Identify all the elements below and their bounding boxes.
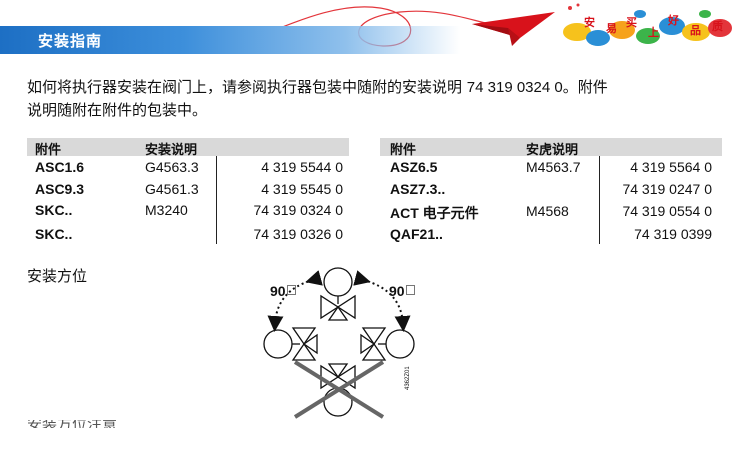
instruction-cell: M4568 [526, 203, 569, 219]
missing-glyph-box [405, 285, 415, 295]
banner-char: 安 [584, 16, 595, 29]
intro-paragraph: 如何将执行器安装在阀门上，请参阅执行器包装中随附的安装说明 74 319 032… [27, 76, 727, 122]
instruction-cell: M4563.7 [526, 159, 581, 175]
number-cell: 74 319 0554 0 [622, 203, 712, 219]
rotation-arrow-right [353, 270, 411, 332]
instruction-cell: G4561.3 [145, 181, 199, 197]
table-row: SKC.. 74 319 0326 0 [27, 226, 349, 248]
accessory-cell: ASZ6.5 [390, 159, 438, 175]
table-header: 附件 安虎说明 [380, 138, 722, 158]
number-cell: 4 319 5545 0 [261, 181, 343, 197]
column-header-accessory: 附件 [390, 143, 417, 158]
angle-value: 90 [270, 283, 286, 299]
page-header: 安装指南 安 易 买 上 好 品 质 [0, 0, 740, 62]
banner-char: 上 [648, 26, 659, 39]
banner-char: 质 [712, 20, 723, 33]
banner-char: 易 [606, 22, 617, 35]
prohibited-cross-icon [293, 360, 385, 419]
table-row: ASZ7.3.. 74 319 0247 0 [380, 181, 722, 203]
table-row: ASC1.6 G4563.3 4 319 5544 0 [27, 159, 349, 181]
intro-line-1: 如何将执行器安装在阀门上，请参阅执行器包装中随附的安装说明 74 319 032… [27, 76, 727, 99]
column-header-instruction: 安装说明 [145, 143, 198, 158]
table-row: SKC.. M3240 74 319 0324 0 [27, 202, 349, 224]
intro-text: 。附件 [562, 78, 608, 96]
instruction-cell: G4563.3 [145, 159, 199, 175]
table-row: ASC9.3 G4561.3 4 319 5545 0 [27, 181, 349, 203]
intro-text: 如何将执行器安装在阀门上，请参阅执行器包装中随附的安装说明 [27, 78, 467, 96]
accessory-cell: ACT 电子元件 [390, 205, 479, 221]
title-bar [0, 26, 460, 54]
instruction-cell: M3240 [145, 202, 188, 218]
banner-char: 品 [690, 24, 701, 37]
banner-char: 买 [626, 16, 637, 29]
accessory-cell: ASZ7.3.. [390, 181, 446, 197]
angle-label-left: 90 [270, 283, 296, 299]
number-cell: 4 319 5564 0 [630, 159, 712, 175]
number-cell: 74 319 0324 0 [253, 202, 343, 218]
missing-glyph-box [286, 285, 296, 295]
intro-line-2: 说明随附在附件的包装中。 [27, 101, 208, 119]
valve-upright-icon [320, 267, 356, 321]
column-header-accessory: 附件 [35, 143, 62, 158]
mounting-orientation-diagram [263, 267, 415, 419]
angle-value: 90 [389, 283, 405, 299]
column-divider [599, 156, 600, 244]
column-header-instruction: 安虎说明 [526, 143, 579, 158]
number-cell: 74 319 0247 0 [622, 181, 712, 197]
accessory-cell: QAF21.. [390, 226, 443, 242]
number-cell: 4 319 5544 0 [261, 159, 343, 175]
table-row: QAF21.. 74 319 0399 [380, 226, 722, 248]
number-cell: 74 319 0399 [634, 226, 712, 242]
accessory-cell: SKC.. [35, 202, 73, 218]
number-cell: 74 319 0326 0 [253, 226, 343, 242]
orientation-title: 安装方位 [27, 267, 88, 285]
accessory-cell: ASC9.3 [35, 181, 85, 197]
figure-code: 4362Z01 [405, 366, 411, 390]
instruction-code: 74 319 0324 0 [466, 79, 563, 96]
rotation-arrow-left [267, 270, 323, 332]
valve-horizontal-right-icon [360, 327, 415, 361]
page-title: 安装指南 [38, 32, 103, 50]
table-row: ACT 电子元件 M4568 74 319 0554 0 [380, 203, 722, 225]
header-decoration [249, 3, 732, 47]
cut-off-text: 安装方位注意 [27, 420, 167, 428]
angle-label-right: 90 [389, 283, 415, 299]
accessory-cell: ASC1.6 [35, 159, 85, 175]
accessory-cell: SKC.. [35, 226, 73, 242]
paper-plane-icon [472, 12, 555, 46]
column-divider [216, 156, 217, 244]
table-header: 附件 安装说明 [27, 138, 349, 158]
banner-char: 好 [668, 14, 679, 27]
table-row: ASZ6.5 M4563.7 4 319 5564 0 [380, 159, 722, 181]
valve-horizontal-left-icon [263, 327, 318, 361]
